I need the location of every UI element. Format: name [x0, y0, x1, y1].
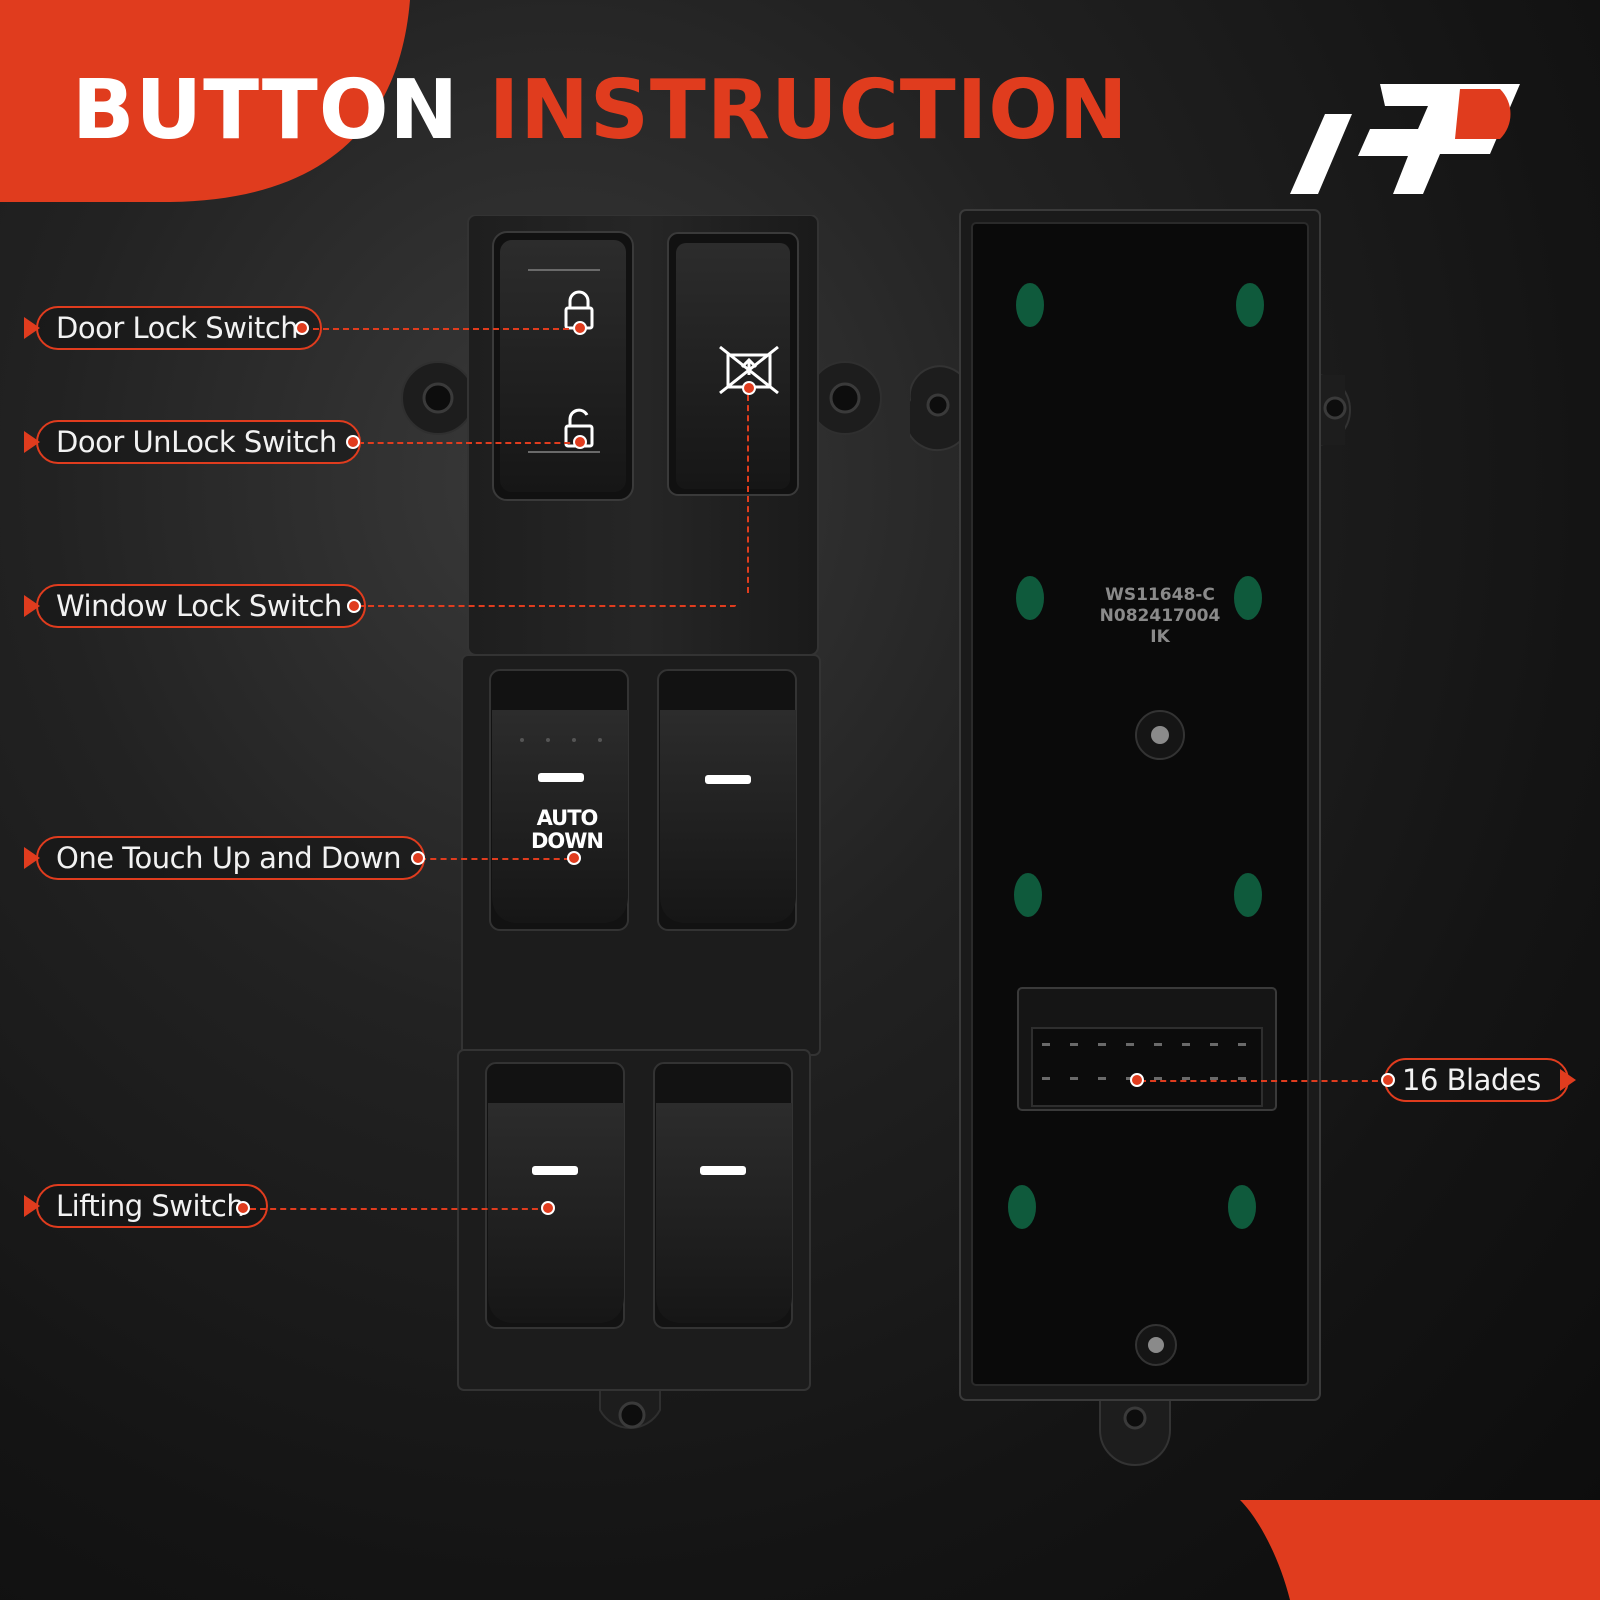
callout-door-unlock: Door UnLock Switch: [36, 420, 361, 464]
auto-text: AUTO: [536, 806, 599, 830]
marker-one-touch-target: [567, 851, 581, 865]
callout-lifting-text: Lifting Switch: [56, 1189, 245, 1223]
print-line-2: N082417004: [1099, 606, 1221, 626]
brand-logo-icon: [1290, 84, 1520, 194]
switch-panel-front: [401, 215, 882, 1429]
callout-door-lock: Door Lock Switch: [36, 306, 323, 350]
marker-one-touch: [411, 851, 425, 865]
callout-one-touch-text: One Touch Up and Down: [56, 841, 402, 875]
page-title: BUTTON INSTRUCTION: [72, 70, 1129, 152]
marker-door-unlock-target: [573, 435, 587, 449]
callout-door-unlock-text: Door UnLock Switch: [56, 425, 337, 459]
marker-door-lock-target: [573, 321, 587, 335]
marker-window-lock: [347, 599, 361, 613]
marker-blades-target: [1130, 1073, 1144, 1087]
print-line-3: IK: [1150, 627, 1170, 647]
callout-window-lock-text: Window Lock Switch: [56, 589, 342, 623]
switch-panel-back: [910, 209, 1351, 1466]
marker-door-lock: [295, 321, 309, 335]
print-line-1: WS11648-C: [1105, 585, 1215, 605]
marker-door-unlock: [346, 435, 360, 449]
part-number-print: WS11648-C N082417004 IK: [1080, 585, 1240, 648]
marker-lifting-target: [541, 1201, 555, 1215]
marker-window-lock-target: [742, 381, 756, 395]
callout-blades: 16 Blades: [1384, 1058, 1569, 1102]
down-text: DOWN: [530, 829, 604, 853]
title-banner: [0, 0, 410, 202]
title-part-white: BUTTON: [72, 63, 460, 158]
title-part-red: INSTRUCTION: [488, 63, 1129, 158]
corner-accent: [1240, 1500, 1600, 1600]
marker-blades: [1381, 1073, 1395, 1087]
marker-lifting: [236, 1201, 250, 1215]
callout-one-touch: One Touch Up and Down: [36, 836, 426, 880]
callout-blades-text: 16 Blades: [1402, 1063, 1541, 1097]
callout-window-lock: Window Lock Switch: [36, 584, 366, 628]
callout-door-lock-text: Door Lock Switch: [56, 311, 299, 345]
auto-down-label: AUTO DOWN: [527, 807, 607, 853]
callout-lifting: Lifting Switch: [36, 1184, 269, 1228]
